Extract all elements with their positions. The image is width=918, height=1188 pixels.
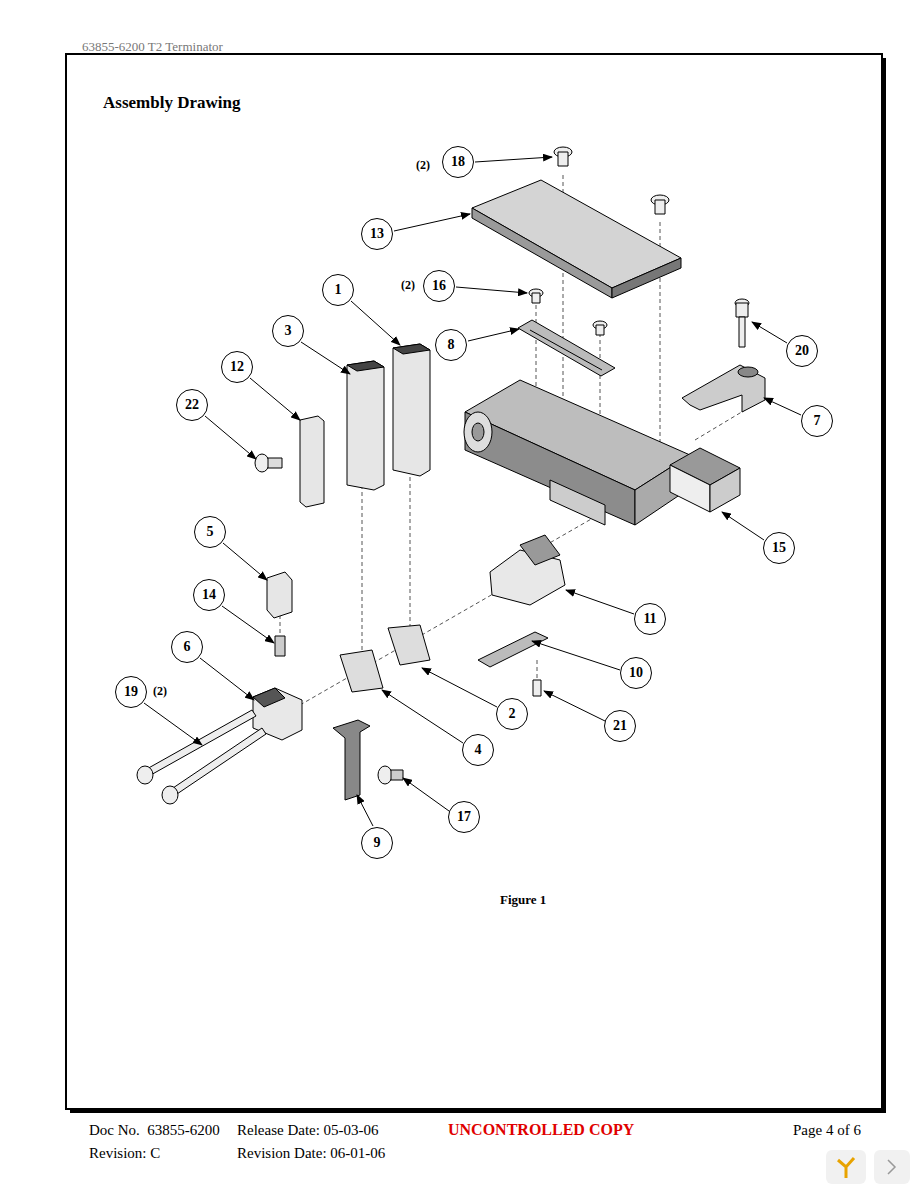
callout-circle: 16 <box>423 270 455 302</box>
callout-number: 1 <box>335 282 342 298</box>
callout-circle: 13 <box>361 218 393 250</box>
callout-circle: 17 <box>448 801 480 833</box>
next-button <box>874 1150 910 1184</box>
callout-number: 7 <box>814 413 821 429</box>
figure-caption: Figure 1 <box>500 892 546 908</box>
revision-date: Revision Date: 06-01-06 <box>237 1145 385 1162</box>
callout-circle: 18 <box>442 146 474 178</box>
callout-number: 16 <box>432 278 446 294</box>
leader-lines <box>144 157 801 826</box>
callout-circle: 20 <box>786 335 818 367</box>
callout-number: 2 <box>509 706 516 722</box>
callout-number: 9 <box>374 835 381 851</box>
callout-number: 17 <box>457 809 471 825</box>
parts <box>137 147 765 804</box>
callout-circle: 19 <box>115 676 147 708</box>
callout-circle: 11 <box>634 603 666 635</box>
callout-number: 13 <box>370 226 384 242</box>
callout-circle: 22 <box>176 389 208 421</box>
revision: Revision: C <box>89 1145 160 1162</box>
callout-circle: 8 <box>435 329 467 361</box>
callout-number: 21 <box>613 718 627 734</box>
callout-number: 12 <box>230 359 244 375</box>
callout-circle: 1 <box>322 274 354 306</box>
callout-circle: 5 <box>194 516 226 548</box>
callout-circle: 12 <box>221 351 253 383</box>
callout-circle: 9 <box>361 827 393 859</box>
callout-number: 18 <box>451 154 465 170</box>
next-chevron <box>888 1160 895 1174</box>
copy-status: UNCONTROLLED COPY <box>448 1121 634 1139</box>
logo-icon <box>826 1150 866 1184</box>
doc-number: Doc No. 63855-6200 <box>89 1122 220 1139</box>
callout-circle: 6 <box>171 631 203 663</box>
quantity-note: (2) <box>401 278 415 293</box>
callout-number: 6 <box>184 639 191 655</box>
callout-number: 5 <box>207 524 214 540</box>
callout-circle: 4 <box>462 734 494 766</box>
quantity-note: (2) <box>153 684 167 699</box>
callout-circle: 21 <box>604 710 636 742</box>
callout-number: 3 <box>285 323 292 339</box>
callout-number: 10 <box>629 665 643 681</box>
page-number: Page 4 of 6 <box>793 1122 861 1139</box>
callout-number: 11 <box>643 611 656 627</box>
logo-mark <box>838 1158 854 1178</box>
callout-number: 14 <box>202 587 216 603</box>
drawing-title: Assembly Drawing <box>103 93 240 113</box>
callout-number: 4 <box>475 742 482 758</box>
callout-circle: 3 <box>272 315 304 347</box>
callout-circle: 15 <box>763 532 795 564</box>
callout-number: 15 <box>772 540 786 556</box>
quantity-note: (2) <box>416 158 430 173</box>
callout-circle: 2 <box>496 698 528 730</box>
page-header: 63855-6200 T2 Terminator <box>82 39 223 55</box>
callout-circle: 7 <box>801 405 833 437</box>
callout-number: 19 <box>124 684 138 700</box>
page-frame <box>66 54 882 1109</box>
callout-circle: 10 <box>620 657 652 689</box>
callout-number: 8 <box>448 337 455 353</box>
release-date: Release Date: 05-03-06 <box>237 1122 379 1139</box>
callout-circle: 14 <box>193 579 225 611</box>
callout-number: 20 <box>795 343 809 359</box>
callout-number: 22 <box>185 397 199 413</box>
